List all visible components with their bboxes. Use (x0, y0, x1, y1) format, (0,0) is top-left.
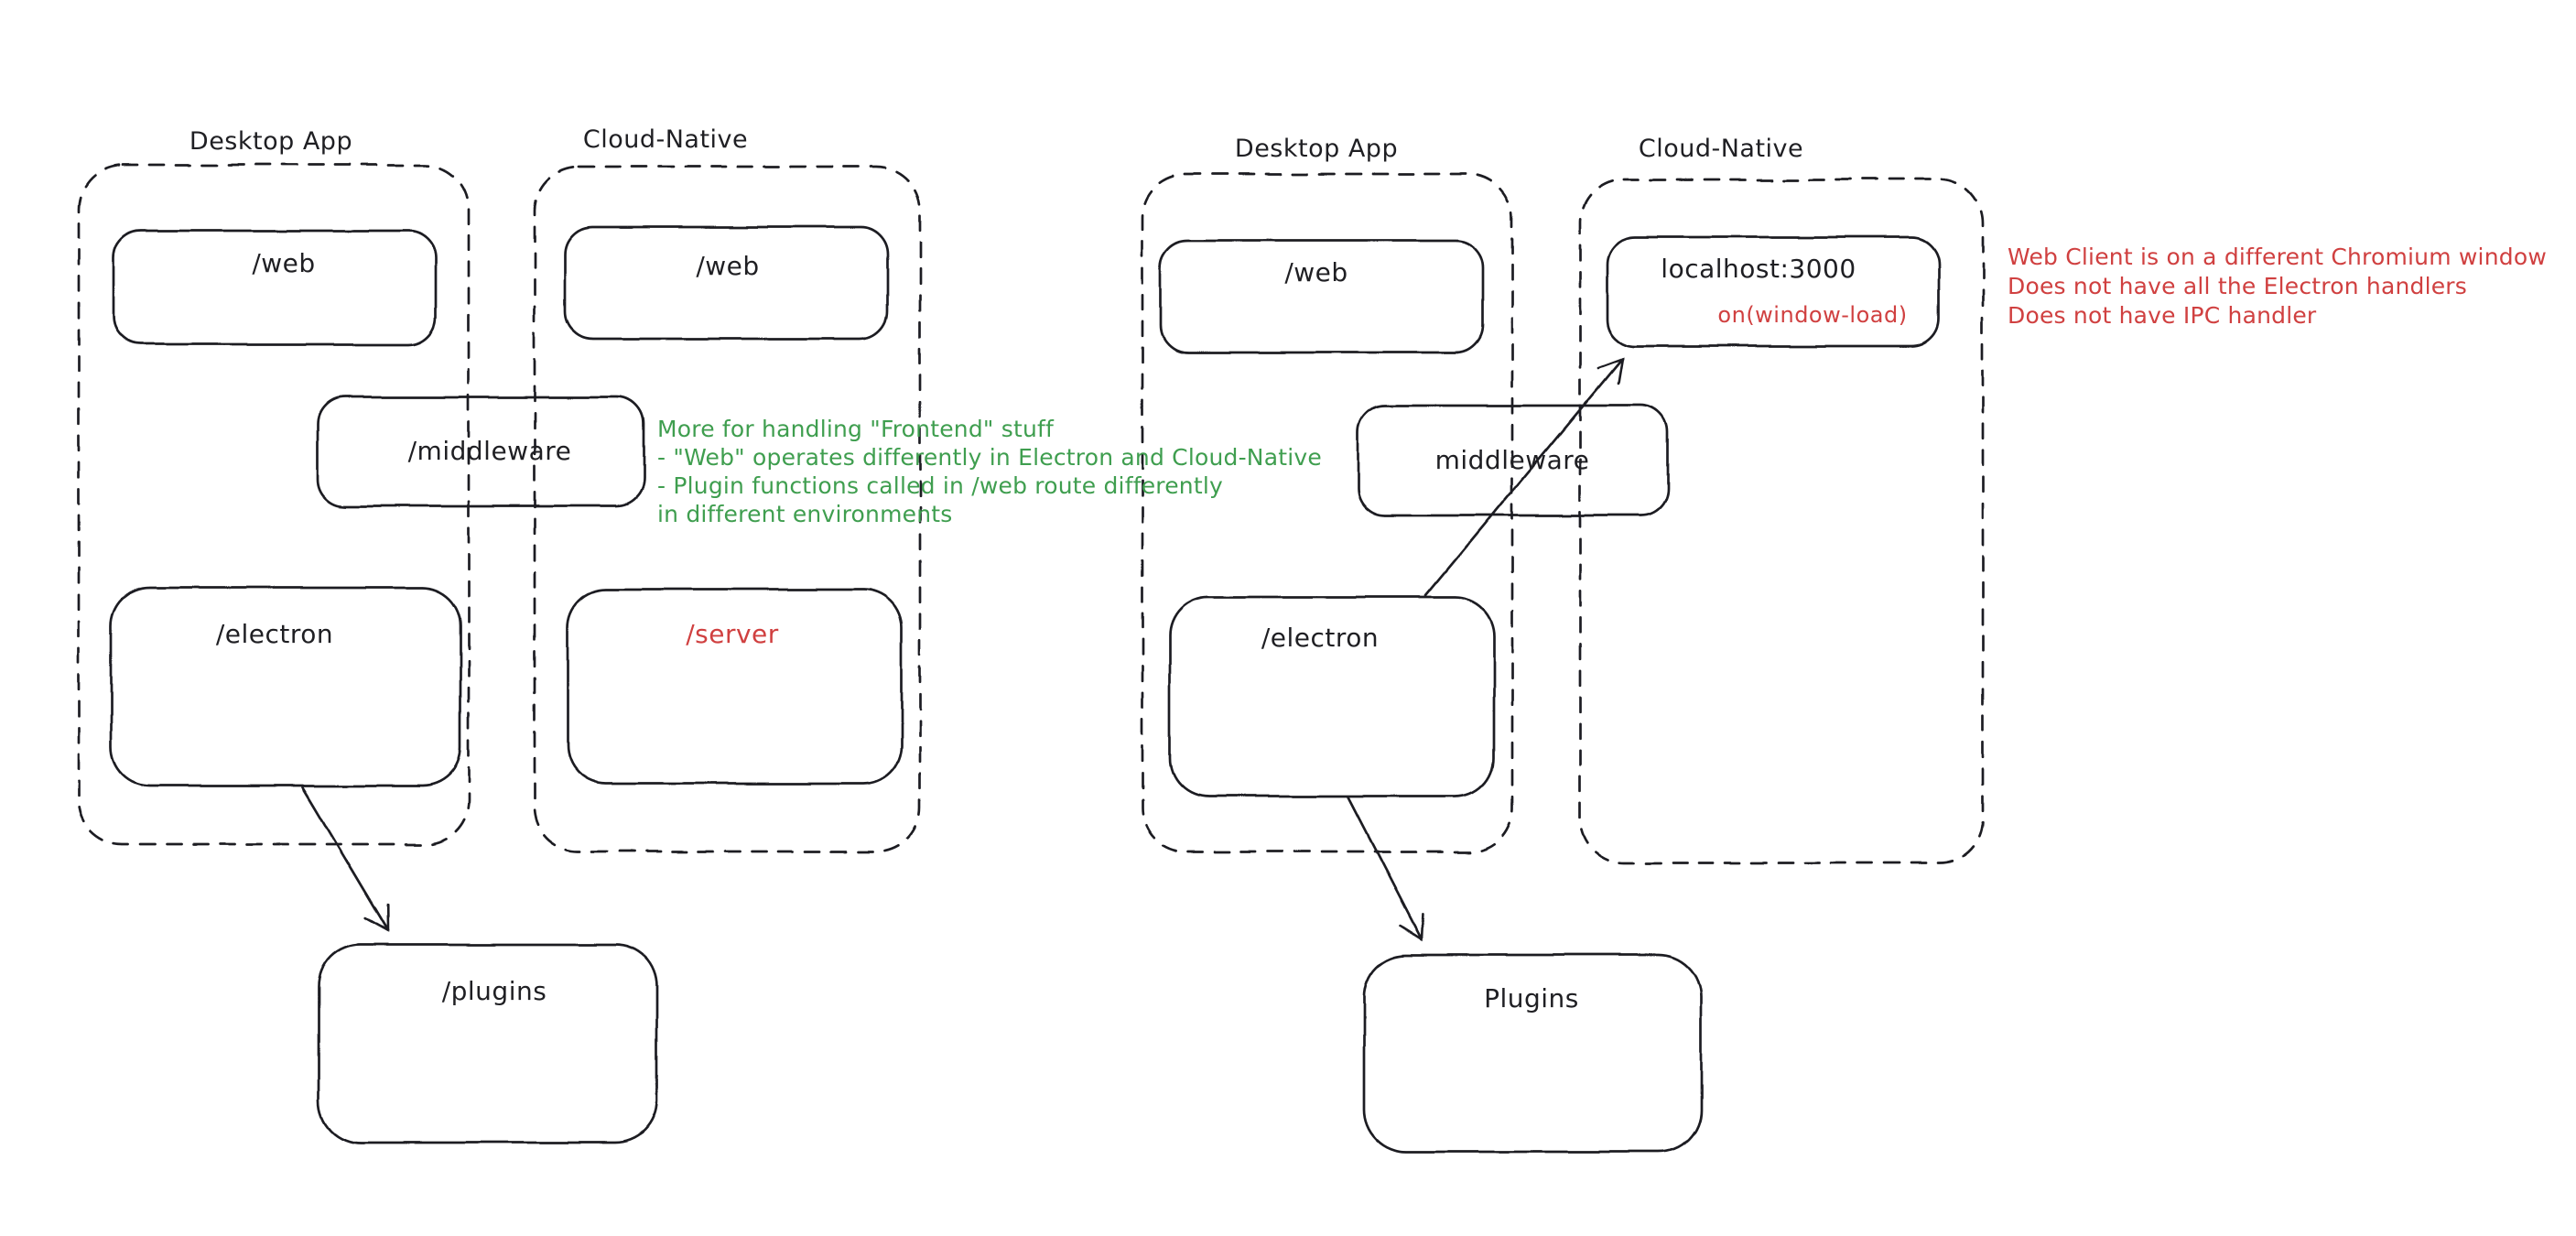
green-note-line: - Plugin functions called in /web route … (657, 472, 1223, 499)
right-web-label: /web (1284, 257, 1348, 287)
left-desktop-label: Desktop App (189, 127, 352, 156)
left-web-desktop-label: /web (252, 248, 315, 278)
red-note-line: Does not have all the Electron handlers (2008, 273, 2467, 299)
right-desktop-label: Desktop App (1235, 135, 1398, 163)
left-electron-label: /electron (216, 619, 333, 649)
right-middleware-box (1356, 404, 1670, 517)
left-arrow-electron-to-plugins (301, 786, 390, 933)
right-desktop-container (1141, 172, 1514, 853)
right-arrow-electron-to-localhost (1424, 357, 1624, 597)
right-electron-label: /electron (1261, 623, 1379, 653)
left-plugins-label: /plugins (442, 976, 547, 1006)
left-web-cloud-box (563, 225, 890, 341)
left-plugins-box (317, 943, 659, 1144)
left-electron-box (110, 586, 462, 787)
green-note-line: in different environments (657, 501, 952, 527)
right-localhost-label: localhost:3000 (1661, 254, 1856, 284)
right-cloud-label: Cloud-Native (1639, 135, 1803, 163)
green-note: More for handling "Frontend" stuff - "We… (657, 416, 1322, 527)
left-web-cloud-label: /web (696, 251, 759, 281)
red-note-line: Does not have IPC handler (2008, 302, 2317, 329)
green-note-line: More for handling "Frontend" stuff (657, 416, 1055, 442)
left-cloud-label: Cloud-Native (583, 125, 748, 154)
right-arrow-electron-to-plugins (1347, 796, 1424, 942)
right-electron-box (1168, 595, 1496, 798)
right-web-box (1159, 239, 1485, 354)
left-server-label: /server (686, 619, 779, 649)
right-middleware-label: middleware (1435, 445, 1590, 475)
left-web-desktop-box (112, 229, 438, 346)
left-server-box (566, 588, 904, 786)
green-note-line: - "Web" operates differently in Electron… (657, 444, 1322, 471)
left-desktop-container (77, 163, 471, 846)
left-middleware-box (316, 396, 645, 508)
right-cloud-container (1578, 178, 1985, 865)
right-localhost-annotation: on(window-load) (1717, 302, 1907, 328)
red-note-line: Web Client is on a different Chromium wi… (2008, 244, 2547, 270)
right-plugins-box (1362, 953, 1703, 1154)
left-cloud-container (533, 165, 922, 853)
red-note: Web Client is on a different Chromium wi… (2008, 244, 2547, 329)
right-localhost-box (1606, 235, 1941, 348)
right-plugins-label: Plugins (1484, 983, 1579, 1014)
left-middleware-label: /middleware (408, 436, 572, 466)
